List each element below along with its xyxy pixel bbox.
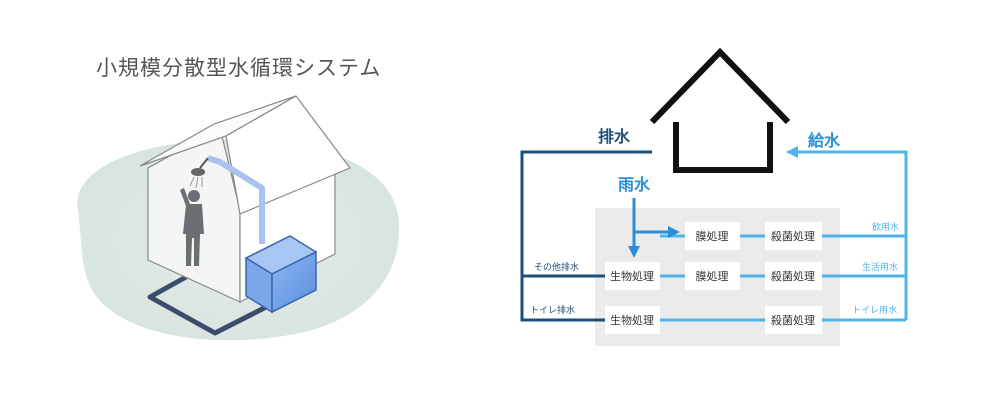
box-bio-bot-label: 生物処理	[610, 313, 654, 327]
rain-right-arrow-icon	[668, 226, 680, 238]
water-tank-cube	[244, 235, 318, 314]
box-sterilize-top-label: 殺菌処理	[771, 229, 815, 243]
box-sterilize-bot	[765, 306, 822, 334]
figure-title: 小規模分散型水循環システム	[96, 56, 382, 80]
box-sterilize-bot-label: 殺菌処理	[771, 313, 815, 327]
drain-lines	[520, 150, 652, 322]
box-bio-mid	[605, 262, 660, 290]
drinking-label: 飲用水	[872, 221, 899, 233]
house-illustration	[77, 95, 400, 341]
drain-label: 排水	[598, 127, 631, 146]
box-sterilize-mid-label: 殺菌処理	[771, 269, 815, 283]
rain-down-arrow-icon	[628, 246, 640, 258]
box-bio-mid-label: 生物処理	[610, 269, 654, 283]
domestic-label: 生活用水	[862, 261, 898, 273]
other-drain-label: その他排水	[534, 261, 579, 273]
supply-pipe	[207, 155, 265, 244]
rain-label: 雨水	[618, 175, 651, 194]
supply-lines	[660, 150, 908, 322]
box-bio-bot	[605, 306, 660, 334]
box-membrane-top-label: 膜処理	[696, 230, 729, 243]
box-membrane-mid-label: 膜処理	[696, 270, 729, 283]
rain-lines	[632, 198, 670, 250]
toilet-drain-label: トイレ排水	[530, 304, 575, 316]
toilet-use-label: トイレ用水	[852, 304, 897, 316]
shower-head-icon	[189, 157, 209, 189]
box-membrane-mid	[685, 262, 740, 290]
underground-pipe	[147, 269, 272, 336]
box-sterilize-mid	[765, 262, 822, 290]
person-figure-icon	[180, 188, 204, 266]
box-sterilize-top	[765, 222, 822, 250]
box-membrane-top	[685, 222, 740, 250]
supply-arrow-icon	[786, 146, 798, 158]
supply-label: 給水	[808, 131, 841, 150]
house-outline-icon	[649, 47, 791, 173]
